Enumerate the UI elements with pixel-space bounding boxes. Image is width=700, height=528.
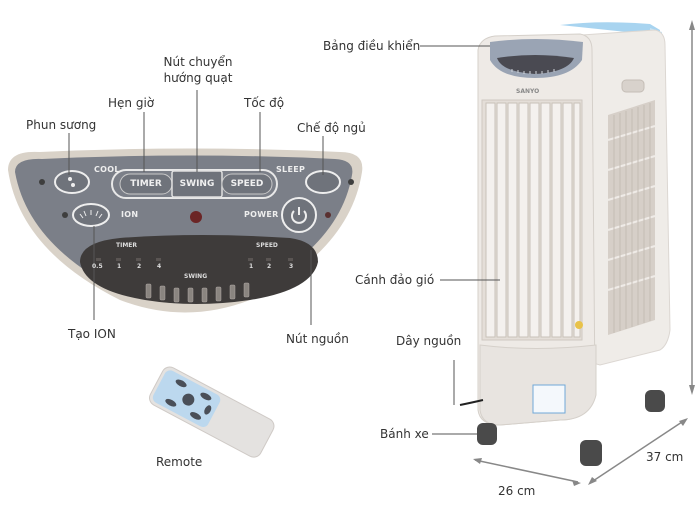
dimension-width: 26 cm (498, 484, 536, 498)
remote-control-illustration (149, 366, 275, 458)
timer-level-1: 1 (117, 263, 122, 270)
callout-louvers: Cánh đảo gió (355, 273, 435, 287)
display-timer-label: TIMER (116, 242, 138, 249)
speed-level-2: 2 (267, 263, 272, 270)
callout-remote: Remote (156, 455, 203, 469)
speed-button[interactable]: SPEED (230, 179, 264, 189)
panel-sleep-label: SLEEP (276, 165, 306, 174)
speed-level-3: 3 (289, 263, 294, 270)
display-swing-label: SWING (184, 273, 208, 280)
timer-button[interactable]: TIMER (130, 179, 162, 189)
dimension-depth: 37 cm (646, 450, 684, 464)
callout-timer: Hẹn giờ (108, 96, 155, 110)
timer-level-0.5: 0.5 (92, 263, 103, 270)
callout-ion: Tạo ION (68, 327, 116, 341)
callout-wheels: Bánh xe (380, 427, 429, 441)
callout-speed: Tốc độ (244, 96, 285, 110)
callout-swing-line1: Nút chuyển (163, 55, 233, 69)
panel-ion-label: ION (121, 210, 139, 219)
callout-sleep-mode: Chế độ ngủ (297, 121, 366, 135)
timer-level-4: 4 (157, 263, 162, 270)
callout-misting: Phun sương (26, 118, 97, 132)
brand-logo: SANYO (516, 88, 540, 95)
callout-power-button: Nút nguồn (286, 332, 349, 346)
panel-cool-label: COOL (94, 165, 120, 174)
panel-power-label: POWER (244, 210, 279, 219)
speed-level-1: 1 (249, 263, 254, 270)
air-cooler-illustration (459, 22, 671, 466)
callout-swing-line2: hướng quạt (163, 71, 233, 85)
timer-level-2: 2 (137, 263, 142, 270)
callout-power-cord: Dây nguồn (396, 334, 462, 348)
dimension-arrows (473, 20, 695, 486)
callout-control-panel: Bảng điều khiển (323, 39, 421, 53)
display-speed-label: SPEED (256, 242, 278, 249)
swing-button[interactable]: SWING (179, 179, 215, 189)
control-panel-closeup (8, 148, 363, 313)
callout-lines (68, 45, 500, 435)
